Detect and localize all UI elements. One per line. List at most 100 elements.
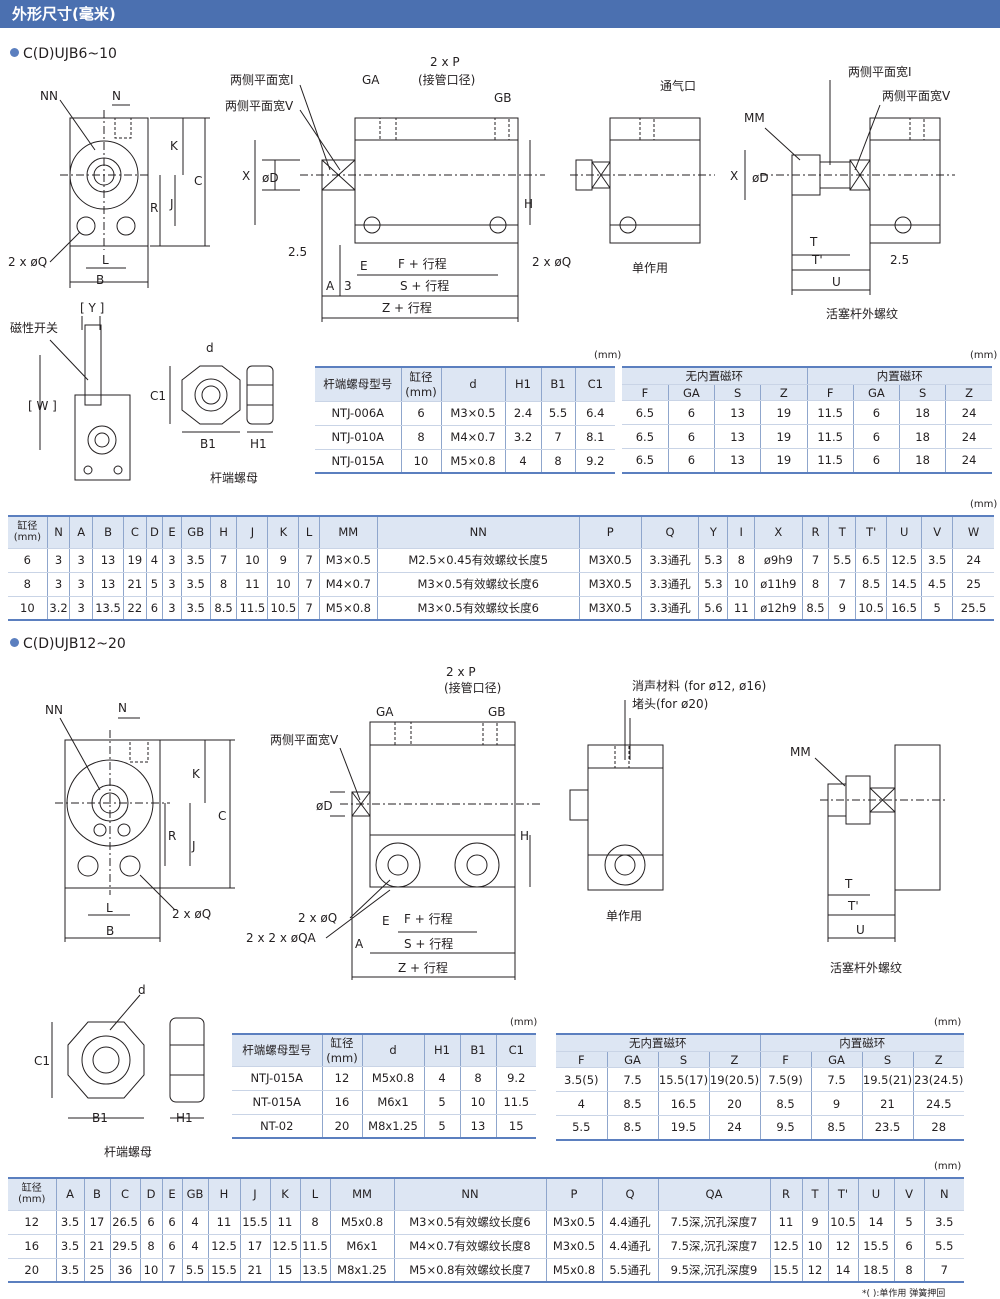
- label-nut: 杆端螺母: [210, 471, 258, 485]
- main-th: N: [47, 515, 71, 549]
- label-h-2: H: [520, 829, 529, 843]
- table-cell: 14: [828, 1258, 859, 1283]
- label-h1-2: H1: [176, 1111, 193, 1125]
- table-cell: 11.5: [300, 1234, 331, 1259]
- ring-group-no-magnet: 无内置磁环: [622, 366, 808, 385]
- label-2xq-side: 2 x øQ: [532, 255, 571, 269]
- label-n: N: [112, 89, 121, 103]
- nut-th: B1: [460, 1033, 497, 1067]
- table-cell: M4×0.7: [319, 572, 378, 597]
- label-c: C: [194, 174, 202, 188]
- table-cell: 2.4: [505, 401, 542, 426]
- label-b-2: B: [106, 924, 114, 938]
- table-cell: 7: [298, 572, 320, 597]
- table-cell: 3: [69, 572, 94, 597]
- table-cell: 5: [424, 1114, 461, 1139]
- table-cell: M3X0.5: [579, 548, 642, 573]
- main-th: P: [546, 1177, 603, 1211]
- table-cell: 13.5: [300, 1258, 331, 1283]
- label-n-2: N: [118, 701, 127, 715]
- table-cell: 5.6: [698, 596, 729, 621]
- label-2-5: 2.5: [288, 245, 307, 259]
- label-h: H: [524, 197, 533, 211]
- table-cell: 6.5: [622, 424, 669, 449]
- nut-th: C1: [575, 366, 615, 402]
- table-cell: M3x0.5: [546, 1210, 603, 1235]
- table-cell: 6: [162, 1210, 183, 1235]
- table-cell: 24: [709, 1115, 761, 1141]
- table-cell: 19: [760, 400, 808, 425]
- table-cell: 13: [460, 1114, 497, 1139]
- label-2-5-2: 2.5: [890, 253, 909, 267]
- table-cell: 19: [123, 548, 147, 573]
- main-th: I: [727, 515, 756, 549]
- ring-th: S: [899, 384, 947, 401]
- label-h1: H1: [250, 437, 267, 451]
- table-cell: 13: [714, 424, 762, 449]
- main-table-header-2: 缸径 (mm) A B C D E GB H J K L MM NN P Q Q…: [8, 1177, 964, 1211]
- table-cell: 18: [899, 424, 947, 449]
- label-3: 3: [344, 279, 352, 293]
- table-cell: 13.5: [92, 596, 124, 621]
- table-cell: M4×0.7有效螺纹长度8: [394, 1234, 547, 1259]
- main-th: P: [579, 515, 642, 549]
- table-cell: 22: [123, 596, 147, 621]
- table-cell: 16: [322, 1090, 363, 1115]
- label-f-stroke-2: F + 行程: [404, 911, 453, 926]
- label-u: U: [832, 275, 841, 289]
- ring-th: Z: [760, 384, 808, 401]
- label-z-stroke-2: Z + 行程: [398, 960, 448, 975]
- table-cell: 7: [541, 425, 576, 450]
- table-cell: 7: [828, 572, 857, 597]
- table-cell: 7.5: [811, 1067, 863, 1092]
- label-c1: C1: [150, 389, 166, 403]
- table-cell: M3X0.5: [579, 572, 642, 597]
- table-cell: 3.2: [505, 425, 542, 450]
- table-cell: 3.2: [47, 596, 71, 621]
- main-th: L: [298, 515, 320, 549]
- ring-group-magnet: 内置磁环: [807, 366, 992, 385]
- table-cell: 14.5: [886, 572, 923, 597]
- label-gb: GB: [494, 91, 512, 105]
- main-th: Y: [698, 515, 729, 549]
- label-ext-thread-2: 活塞杆外螺纹: [830, 960, 902, 975]
- label-gb-2: GB: [488, 705, 506, 719]
- label-c1-2: C1: [34, 1054, 50, 1068]
- table-cell: M6x1: [330, 1234, 395, 1259]
- table-cell: 9.2: [496, 1066, 536, 1091]
- main-th: GB: [181, 515, 211, 549]
- main-table-header: 缸径 (mm) N A B C D E GB H J K L MM NN P Q…: [8, 515, 994, 549]
- label-s-stroke: S + 行程: [400, 278, 449, 293]
- table-cell: 20: [8, 1258, 57, 1283]
- label-r: R: [150, 201, 158, 215]
- label-ga-2: GA: [376, 705, 394, 719]
- table-cell: 12.5: [270, 1234, 301, 1259]
- table-cell: 6.4: [575, 401, 615, 426]
- table-cell: 24.5: [913, 1091, 964, 1116]
- main-th: U: [858, 1177, 895, 1211]
- main-th: D: [140, 1177, 163, 1211]
- table-cell: M3×0.5: [319, 548, 378, 573]
- main-th: R: [802, 515, 830, 549]
- table-cell: 10: [460, 1090, 497, 1115]
- table-cell: NT-015A: [232, 1090, 323, 1115]
- section1-main-table: 缸径 (mm) N A B C D E GB H J K L MM NN P Q…: [8, 515, 994, 621]
- main-th: MM: [330, 1177, 395, 1211]
- table-cell: 5: [146, 572, 164, 597]
- table-cell: 3.5: [921, 548, 954, 573]
- main-th: Q: [602, 1177, 659, 1211]
- table-cell: 10: [140, 1258, 163, 1283]
- table-cell: 6: [668, 400, 716, 425]
- ring-th: S: [862, 1051, 914, 1068]
- main-th: K: [267, 515, 300, 549]
- label-flat-i: 两侧平面宽I: [230, 72, 294, 87]
- table-cell: 11.5: [807, 424, 854, 449]
- nut-th: 杆端螺母型号: [232, 1033, 323, 1067]
- main-th: E: [162, 515, 182, 549]
- label-single-acting-2: 单作用: [606, 909, 642, 923]
- table-cell: 11: [727, 596, 756, 621]
- label-z-stroke: Z + 行程: [382, 300, 432, 315]
